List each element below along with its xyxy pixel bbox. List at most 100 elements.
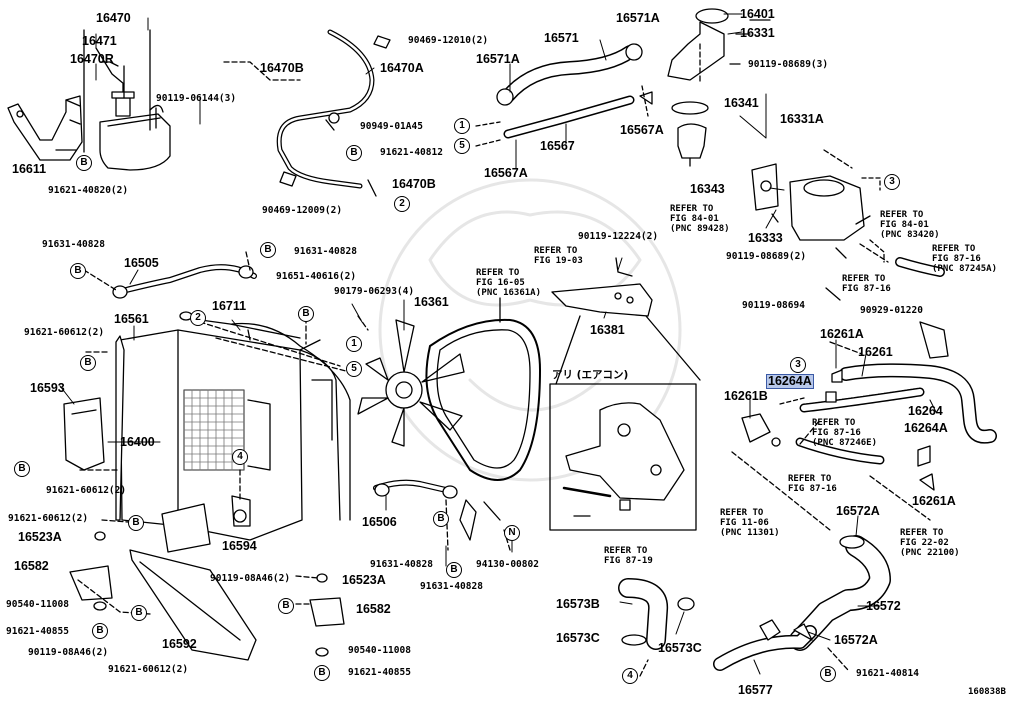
bolt-marker: B: [278, 598, 294, 614]
part-label: 91631-40828: [370, 559, 433, 570]
part-label: 16333: [748, 231, 783, 245]
refer-note: REFER TO FIG 11-06 (PNC 11301): [720, 508, 780, 539]
refer-note: REFER TO FIG 87-16: [842, 274, 891, 295]
nut-marker: N: [504, 525, 520, 541]
fan-shroud: [232, 323, 350, 520]
highlighted-part-label[interactable]: 16264A: [766, 374, 814, 389]
part-label: 90119-08A46(2): [28, 647, 109, 658]
bolt-marker: B: [70, 263, 86, 279]
refer-note: REFER TO FIG 87-19: [604, 546, 653, 567]
ref-marker-3: 3: [884, 174, 900, 190]
part-label: 16470B: [260, 61, 304, 75]
part-label: 90469-12010(2): [408, 35, 489, 46]
ref-marker-5: 5: [454, 138, 470, 154]
refer-note: REFER TO FIG 84-01 (PNC 83420): [880, 210, 940, 241]
part-label: 16572: [866, 599, 901, 613]
part-label: 16361: [414, 295, 449, 309]
bolt-marker: B: [346, 145, 362, 161]
part-label: 16561: [114, 312, 149, 326]
part-label: 91631-40828: [294, 246, 357, 257]
upper-hoses: [476, 44, 652, 146]
part-label: 90949-01A45: [360, 121, 423, 132]
bolt-marker: B: [314, 665, 330, 681]
oil-cooler-hoses: [113, 266, 500, 540]
part-label: 16593: [30, 381, 65, 395]
bolt-marker: B: [298, 306, 314, 322]
part-label: 16571A: [476, 52, 520, 66]
part-label: 91621-40855: [348, 667, 411, 678]
part-label: 90469-12009(2): [262, 205, 343, 216]
bolt-marker: B: [260, 242, 276, 258]
bolt-marker: B: [820, 666, 836, 682]
part-label: 91631-40828: [420, 581, 483, 592]
part-label: 90119-06144(3): [156, 93, 237, 104]
part-label: 91621-40812: [380, 147, 443, 158]
part-label: 16572A: [836, 504, 880, 518]
tank-bracket: [8, 96, 82, 160]
part-label: 16381: [590, 323, 625, 337]
part-label: 16471: [82, 34, 117, 48]
part-label: 16261B: [724, 389, 768, 403]
part-label: 16594: [222, 539, 257, 553]
part-label: 16343: [690, 182, 725, 196]
refer-note: REFER TO FIG 84-01 (PNC 89428): [670, 204, 730, 235]
part-label: 16573B: [556, 597, 600, 611]
bolt-marker: B: [14, 461, 30, 477]
refer-note: REFER TO FIG 19-03: [534, 246, 583, 267]
part-label: 91621-60612(2): [46, 485, 127, 496]
heater-hoses: [742, 322, 990, 490]
part-label: 16582: [14, 559, 49, 573]
bolt-marker: B: [128, 515, 144, 531]
part-label: 16523A: [342, 573, 386, 587]
part-label: 16611: [12, 162, 47, 176]
ref-marker-2: 2: [394, 196, 410, 212]
ref-marker-1: 1: [346, 336, 362, 352]
part-label: 16711: [212, 299, 247, 313]
part-label: 16572A: [834, 633, 878, 647]
lower-seals: [70, 504, 344, 660]
part-label: 16341: [724, 96, 759, 110]
part-label: 16582: [356, 602, 391, 616]
part-label: 16400: [120, 435, 155, 449]
part-label: 16331A: [780, 112, 824, 126]
bolt-marker: B: [433, 511, 449, 527]
part-label: 90119-08A46(2): [210, 573, 291, 584]
ac-bracket-box: [550, 384, 696, 530]
part-label: 90119-08689(2): [726, 251, 807, 262]
part-label: 94130-00802: [476, 559, 539, 570]
part-label: 91621-60612(2): [8, 513, 89, 524]
refer-note: REFER TO FIG 22-02 (PNC 22100): [900, 528, 960, 559]
lower-radiator-hose: [622, 452, 880, 664]
part-label: 16573C: [556, 631, 600, 645]
part-label: 16571: [544, 31, 579, 45]
part-label: 90119-08689(3): [748, 59, 829, 70]
part-label: 16505: [124, 256, 159, 270]
part-label: 16567A: [620, 123, 664, 137]
part-label: 90929-01220: [860, 305, 923, 316]
water-outlet: [668, 9, 770, 166]
part-label: 91631-40828: [42, 239, 105, 250]
part-label: 90540-11008: [348, 645, 411, 656]
part-label: 16261A: [912, 494, 956, 508]
part-label: 91621-60612(2): [24, 327, 105, 338]
overflow-hose: [224, 32, 390, 196]
part-label: 16523A: [18, 530, 62, 544]
part-label: 16470A: [380, 61, 424, 75]
refer-note: REFER TO FIG 87-16 (PNC 87245A): [932, 244, 998, 275]
part-label: 91651-40616(2): [276, 271, 357, 282]
ref-marker-4: 4: [232, 449, 248, 465]
part-label: 16470: [96, 11, 131, 25]
part-label: 16261A: [820, 327, 864, 341]
part-label: 16567A: [484, 166, 528, 180]
cooling-fan: [358, 320, 464, 446]
part-label: 90119-08694: [742, 300, 805, 311]
part-label: 16573C: [658, 641, 702, 655]
part-label: 16264A: [904, 421, 948, 435]
label-leaders: [60, 14, 936, 674]
refer-note: REFER TO FIG 87-16 (PNC 87246E): [812, 418, 878, 449]
part-label: 91621-60612(2): [108, 664, 189, 675]
part-label: 16577: [738, 683, 773, 697]
part-label: 16506: [362, 515, 397, 529]
bolt-marker: B: [76, 155, 92, 171]
